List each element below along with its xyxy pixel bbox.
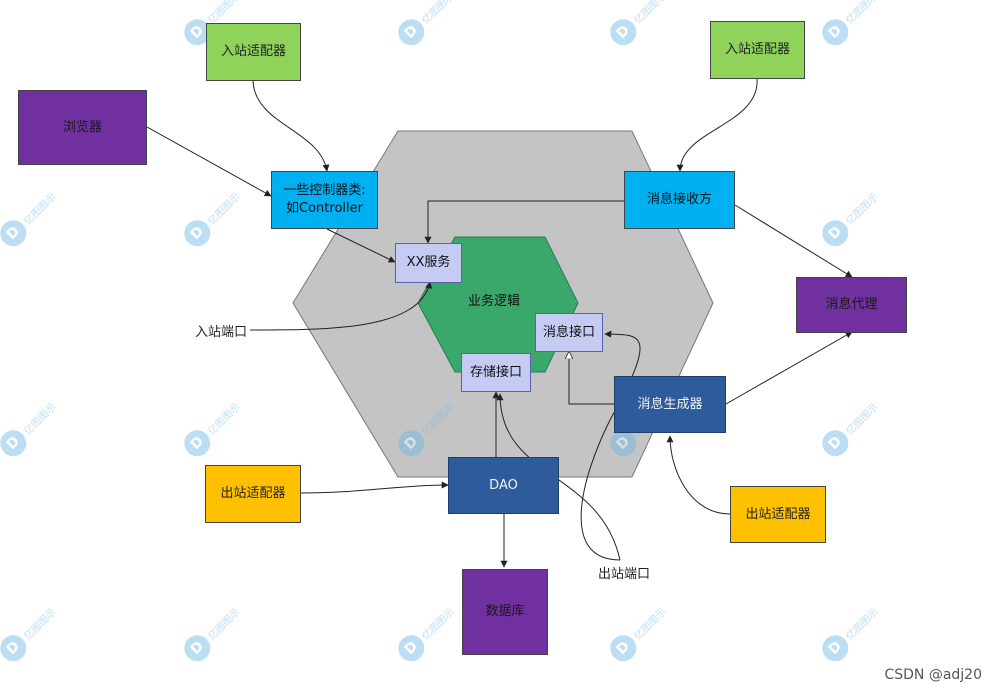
node-database[interactable]: 数据库 xyxy=(462,569,548,655)
edge-receiver-to-broker xyxy=(734,204,853,278)
edge-outbound-left-to-dao xyxy=(300,481,449,494)
node-controllers[interactable]: 一些控制器类: 如Controller xyxy=(271,171,378,229)
edge-outbound-right-to-producer xyxy=(666,435,731,515)
edge-inbound-port-to-service xyxy=(249,281,433,331)
node-browser[interactable]: 浏览器 xyxy=(18,90,147,165)
node-outbound-adapter-right[interactable]: 出站适配器 xyxy=(730,486,826,543)
label-inbound-port: 入站端口 xyxy=(195,325,248,340)
edge-producer-to-broker xyxy=(725,331,853,405)
node-dao[interactable]: DAO xyxy=(448,457,559,514)
node-message-receiver[interactable]: 消息接收方 xyxy=(624,171,735,229)
edge-inbound-right-to-receiver xyxy=(676,78,758,172)
node-message-broker[interactable]: 消息代理 xyxy=(796,277,907,333)
edge-receiver-to-service xyxy=(424,200,624,244)
node-inbound-adapter-right[interactable]: 入站适配器 xyxy=(710,21,805,79)
node-message-producer[interactable]: 消息生成器 xyxy=(614,376,726,433)
edge-producer-to-message-interface xyxy=(569,352,614,405)
node-xx-service[interactable]: XX服务 xyxy=(395,243,462,283)
edge-inbound-left-to-controller xyxy=(252,80,330,172)
label-outbound-port: 出站端口 xyxy=(598,567,651,582)
node-inbound-adapter-left[interactable]: 入站适配器 xyxy=(206,23,301,81)
edge-browser-to-controller xyxy=(146,126,272,197)
edge-outbound-port-to-message-interface xyxy=(580,330,641,561)
edge-controller-to-service xyxy=(326,228,396,263)
node-storage-interface[interactable]: 存储接口 xyxy=(461,353,531,392)
node-business-logic: 业务逻辑 xyxy=(468,294,521,309)
node-message-interface[interactable]: 消息接口 xyxy=(535,313,603,352)
node-outbound-adapter-left[interactable]: 出站适配器 xyxy=(205,465,301,523)
csdn-credit: CSDN @adj20 xyxy=(884,667,982,683)
